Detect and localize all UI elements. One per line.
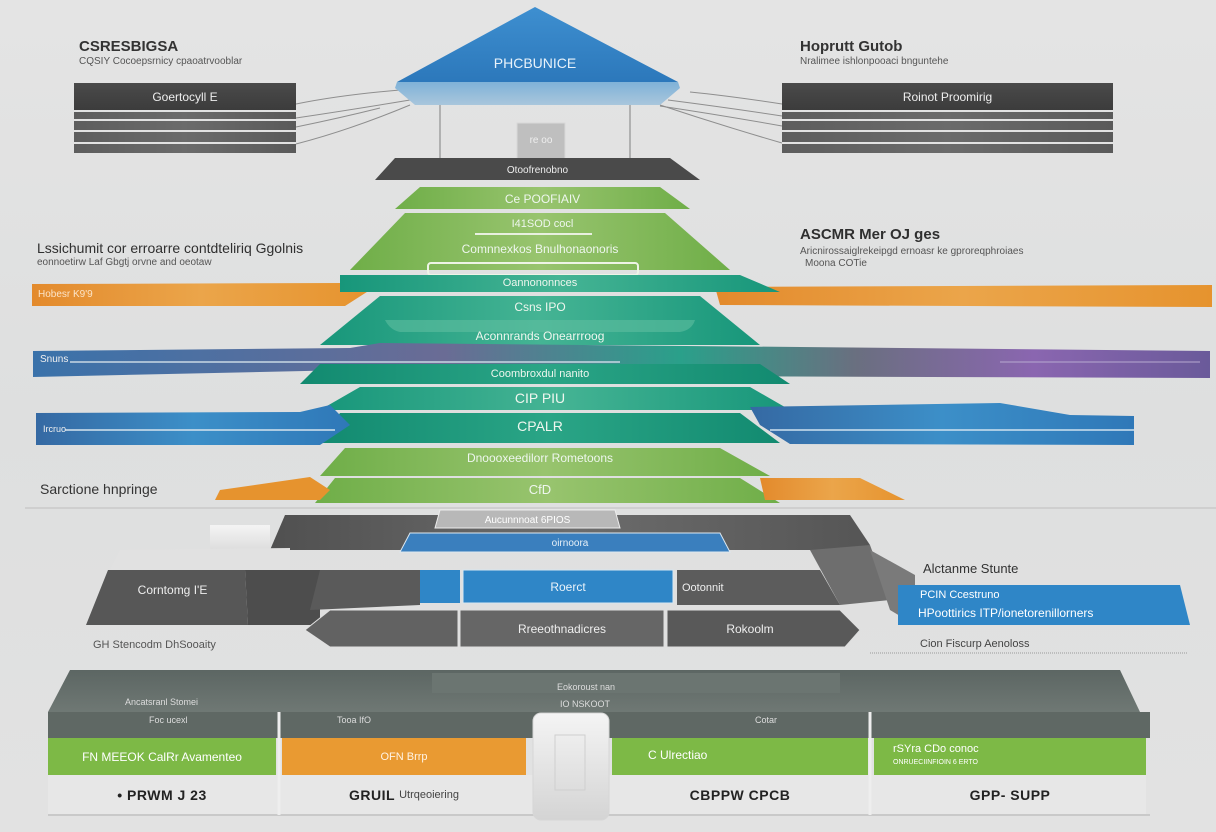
top-right-subtitle: Nralimee ishlonpooaci bnguntehe: [800, 56, 949, 67]
roof-plate: [375, 158, 700, 180]
layer-label[interactable]: CPALR: [517, 418, 563, 434]
layer-label[interactable]: CfD: [528, 481, 552, 497]
stack-line: [74, 112, 296, 119]
right-panel-line2: HPoottirics ITP/ionetorenillorners: [918, 606, 1094, 620]
base-col-bottom: • PRWM J 23: [117, 787, 207, 803]
right-panel-footer: Cion Fiscurp Aenoloss: [920, 638, 1030, 650]
layer-label[interactable]: Ce POOFIAIV: [504, 192, 581, 206]
base-col-band[interactable]: rSYra CDo conoc: [893, 743, 979, 755]
mid-left-subtitle: eonnoetirw Laf Gbgtj orvne and oeotaw: [37, 257, 212, 268]
right-panel-line1: PCIN Ccestruno: [920, 589, 1000, 601]
platform-left-label[interactable]: Corntomg I'E: [137, 583, 208, 597]
stack-line: [74, 121, 296, 130]
stack-line: [782, 144, 1113, 153]
roof-base-label: Otoofrenobno: [506, 164, 569, 176]
base-header-mid1: Eokoroust nan: [557, 682, 616, 692]
base-col-band[interactable]: FN MEEOK CalRr Avamenteo: [82, 749, 242, 764]
ribbon-orange-left: [32, 275, 370, 306]
platform-top-label[interactable]: Aucunnnoat 6PIOS: [484, 514, 571, 526]
base-header-left: Ancatsranl Stomei: [125, 697, 199, 707]
top-left-stack-label: Goertocyll E: [152, 89, 218, 104]
platform-left-block: [86, 570, 248, 625]
ribbon-label-blue[interactable]: Ircruo: [43, 424, 67, 434]
top-right-title: Hoprutt Gutob: [800, 38, 903, 55]
base-col-bottom: CBPPW CPCB: [689, 787, 791, 803]
base-header-mid2: IO NSKOOT: [560, 699, 611, 709]
layer-label[interactable]: Comnnexkos Bnulhonaonoris: [461, 242, 619, 256]
mid-right-subtitle: Aricnirossaiglrekeipgd ernoasr ke gprore…: [800, 246, 1024, 257]
platform-blue-label[interactable]: oirnoora: [551, 537, 589, 549]
base-col-bottom-main: GRUIL: [349, 787, 396, 803]
ribbon-orange-right: [715, 285, 1212, 307]
base-col-header: Tooa IfO: [337, 715, 372, 725]
section-label: Sarctione hnpringe: [40, 481, 158, 497]
base-col-band-sub: ONRUECIINFIOIN 6 ERTO: [893, 759, 978, 766]
connector-lines: [295, 89, 783, 145]
layer-label[interactable]: I41SOD cocl: [511, 218, 574, 230]
platform-bottom-right-label[interactable]: Rokoolm: [726, 622, 774, 636]
base-col-bottom: GRUIL Utrqeoiering: [282, 780, 526, 810]
layer-label[interactable]: Coombroxdul nanito: [490, 368, 590, 380]
base-col-bottom: GPP- SUPP: [969, 787, 1051, 803]
top-left-stack-header[interactable]: Goertocyll E: [74, 83, 296, 110]
base-col-header: Cotar: [755, 715, 778, 725]
stack-line: [74, 144, 296, 153]
stack-line: [782, 112, 1113, 119]
layer-label[interactable]: Oannononnces: [502, 277, 578, 289]
base-col-band[interactable]: C Ulrectiao: [648, 748, 708, 762]
mid-right-title: ASCMR Mer OJ ges: [800, 226, 941, 243]
top-left-subtitle: CQSIY Cocoepsrnicy cpaoatrvooblar: [79, 56, 243, 67]
platform-bottom-center-label[interactable]: Rreeothnadicres: [517, 622, 607, 636]
roof-box-label: re oo: [529, 134, 553, 146]
right-panel-blue: [898, 585, 1190, 625]
layer-label[interactable]: CIP PIU: [514, 390, 566, 406]
ribbon-blue-right: [750, 403, 1134, 445]
roof-triangle: [397, 7, 678, 82]
base-col-header: Foc ucexl: [149, 715, 188, 725]
roof-box: [516, 122, 566, 160]
stack-line: [74, 132, 296, 142]
layer-label[interactable]: Csns IPO: [514, 300, 566, 314]
top-right-stack-header[interactable]: Roinot Proomirig: [782, 83, 1113, 110]
roof-label: PHCBUNICE: [493, 55, 577, 71]
base-connector-block: [532, 712, 610, 821]
platform-right-label[interactable]: Ootonnit: [682, 582, 724, 594]
platform-blue-block: [462, 569, 674, 604]
mid-left-title: Lssichumit cor erroarre contdteliriq Ggo…: [37, 240, 304, 256]
layer-label[interactable]: Dnoooxeedilorr Rometoons: [466, 451, 614, 465]
ribbon-blue-left: [36, 405, 350, 445]
ribbon-label-orange[interactable]: Hobesr K9'9: [38, 289, 93, 300]
roof-base: [395, 82, 680, 105]
stack-line: [782, 132, 1113, 142]
right-panel-title: Alctanme Stunte: [923, 561, 1019, 576]
top-left-title: CSRESBIGSA: [79, 38, 179, 55]
stack-line: [782, 121, 1113, 130]
platform-caption: GH Stencodm DhSooaity: [93, 639, 216, 651]
platform-center-label[interactable]: Roerct: [550, 580, 586, 594]
layer-label[interactable]: Aconnrands Onearrroog: [475, 329, 605, 343]
mid-right-subtitle-2: Moona COTie: [805, 258, 867, 269]
ribbon-label-blue-violet[interactable]: Snuns: [40, 354, 69, 365]
top-right-stack-label: Roinot Proomirig: [902, 89, 993, 104]
base-col-band[interactable]: OFN Brrp: [380, 750, 428, 763]
base-col-bottom-extra: Utrqeoiering: [399, 789, 459, 801]
